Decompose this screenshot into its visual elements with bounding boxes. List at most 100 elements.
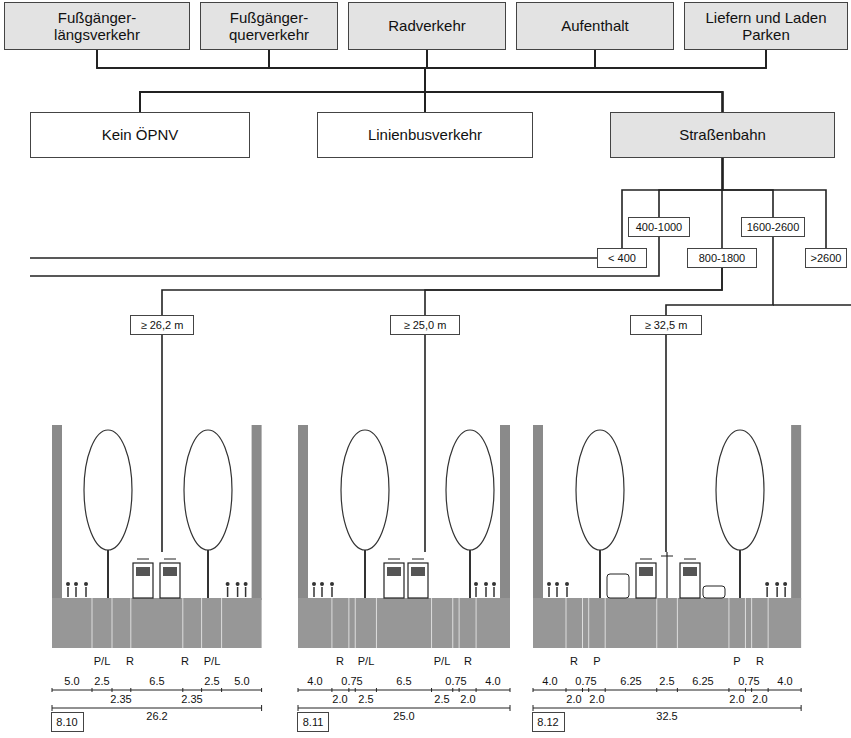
leader-lines — [30, 237, 851, 552]
pedestrian-symbol — [765, 582, 769, 597]
demand-box: Aufenthalt — [516, 2, 674, 50]
box-text: Straßenbahn — [679, 126, 766, 143]
tree-crown — [184, 430, 232, 550]
width-box: ≥ 25,0 m — [390, 315, 460, 335]
connector-line — [162, 268, 722, 315]
connector-line — [97, 50, 425, 112]
box-text: 1600-2600 — [747, 221, 800, 234]
dimension-value: 5.0 — [233, 675, 250, 688]
demand-box: Liefern und Laden Parken — [684, 2, 848, 50]
car-symbol — [607, 574, 629, 598]
box-text: 400-1000 — [636, 221, 683, 234]
building-wall — [533, 425, 543, 600]
leader-line — [424, 335, 426, 552]
connector-line — [622, 158, 723, 248]
lane-divider — [221, 598, 222, 648]
connector-line — [97, 50, 723, 112]
dimension-value: 25.0 — [392, 710, 415, 723]
lane-code: R — [125, 655, 135, 668]
dimension-value: 2.35 — [180, 693, 203, 706]
box-text: ≥ 32,5 m — [645, 319, 688, 332]
pedestrian-symbol — [66, 582, 70, 597]
dimension-line — [298, 688, 510, 711]
pedestrian-symbol — [236, 582, 240, 597]
connector-line — [723, 158, 774, 217]
box-text: Radverkehr — [388, 17, 466, 34]
lane-divider — [376, 598, 377, 648]
tram-window — [683, 567, 697, 576]
box-text: 800-1800 — [699, 252, 746, 265]
transit-box: Straßenbahn — [610, 112, 835, 158]
dimension-value: 2.5 — [433, 693, 450, 706]
transit-box: Linienbusverkehr — [317, 112, 533, 158]
lane-divider — [476, 598, 477, 648]
lane-divider — [201, 598, 202, 648]
tree-trunk — [599, 548, 601, 598]
lane-divider — [677, 598, 678, 648]
lane-divider — [728, 598, 729, 648]
dimension-value: 2.0 — [728, 693, 745, 706]
leader-line — [665, 335, 667, 552]
pedestrian-symbol — [474, 582, 478, 597]
tree-crown — [716, 430, 764, 550]
tree-trunk — [469, 548, 471, 598]
figure-number: 8.11 — [297, 712, 329, 732]
building-wall — [791, 425, 801, 600]
pedestrian-symbol — [312, 582, 316, 597]
tram-window — [136, 567, 150, 576]
tree-crown — [84, 430, 132, 550]
pedestrian-symbol — [492, 582, 496, 597]
dimension-value: 4.0 — [484, 675, 501, 688]
tram-symbol — [680, 563, 700, 598]
pantograph — [640, 559, 652, 560]
dimension-value: 4.0 — [306, 675, 323, 688]
pedestrian-symbol — [84, 582, 88, 597]
volume-box: 800-1800 — [687, 248, 757, 268]
dimension-value: 0.75 — [574, 675, 597, 688]
leader-line — [30, 257, 597, 259]
lane-code: P — [592, 655, 601, 668]
connector-line — [425, 268, 722, 315]
dimension-line — [52, 688, 262, 711]
box-text: < 400 — [608, 252, 636, 265]
leader-line — [773, 304, 851, 306]
dimension-value: 2.0 — [565, 693, 582, 706]
lane-code: R — [463, 655, 473, 668]
lane-divider — [459, 598, 460, 648]
tram-symbol — [636, 563, 656, 598]
lane-divider — [452, 598, 453, 648]
tram-window — [387, 567, 401, 576]
tree-crown — [446, 430, 494, 550]
street-section — [52, 425, 262, 711]
leader-line — [30, 237, 659, 276]
connector-line — [97, 50, 425, 112]
dimension-value: 4.0 — [541, 675, 558, 688]
lane-divider — [566, 598, 567, 648]
connector-line — [425, 50, 766, 112]
lane-divider — [348, 598, 349, 648]
connector-line — [269, 50, 723, 112]
tree-trunk — [107, 548, 109, 598]
pantograph — [388, 559, 400, 560]
tram-window — [163, 567, 177, 576]
figure-number: 8.10 — [51, 712, 84, 732]
connector-line — [425, 50, 723, 112]
connector-line — [425, 50, 766, 112]
dimension-value: 2.0 — [459, 693, 476, 706]
pedestrian-symbol — [74, 582, 78, 597]
tram-symbol — [160, 563, 180, 598]
box-text: Aufenthalt — [561, 17, 629, 34]
connector-line — [140, 50, 766, 112]
ground-section — [533, 598, 801, 648]
lane-divider — [751, 598, 752, 648]
demand-box: Fußgänger- querverkehr — [200, 2, 338, 50]
street-section — [533, 425, 801, 711]
pedestrian-symbol — [555, 582, 559, 597]
tree-crown — [341, 430, 389, 550]
pedestrian-symbol — [226, 582, 230, 597]
lane-divider — [182, 598, 183, 648]
tree-trunk — [739, 548, 741, 598]
connector-line — [666, 237, 773, 315]
dimension-value: 2.35 — [109, 693, 132, 706]
